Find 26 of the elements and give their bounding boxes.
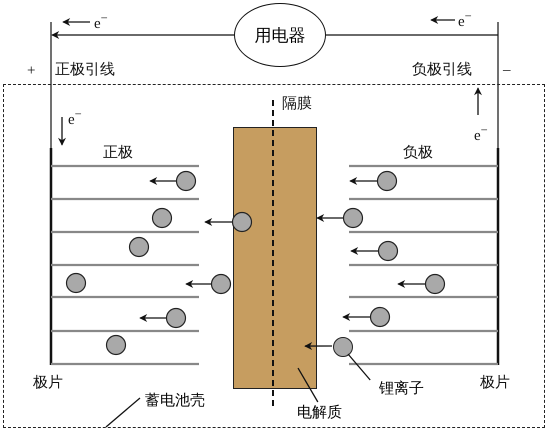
wire <box>326 34 498 36</box>
electrolyte-block <box>233 127 317 389</box>
leader-line <box>297 368 318 402</box>
polarity-sign: – <box>503 63 510 78</box>
ion-label: 锂离子 <box>379 381 431 397</box>
electron-label: e$^{−}$ <box>94 12 108 32</box>
part-label: 负极 <box>403 146 433 161</box>
lithium-ion-circle <box>333 337 353 357</box>
shell-label: 蓄电池壳 <box>145 393 215 409</box>
leader-line <box>106 398 140 428</box>
electrolyte-label: 电解质 <box>297 405 349 421</box>
polarity-sign: + <box>27 64 36 79</box>
part-label: 极片 <box>33 376 63 391</box>
part-label: 隔膜 <box>282 97 312 112</box>
electron-label: e$^{−}$ <box>458 10 472 30</box>
part-label: 正极 <box>103 146 133 161</box>
electron-label: e$^{−}$ <box>474 124 488 144</box>
load-ellipse: 用电器 <box>234 3 326 67</box>
part-label: 负极引线 <box>412 63 472 78</box>
leader-line <box>348 354 371 380</box>
part-label: 正极引线 <box>55 63 115 78</box>
wire <box>51 31 234 39</box>
part-label: 极片 <box>480 376 510 391</box>
arrow <box>304 342 332 350</box>
electron-label: e$^{−}$ <box>68 108 82 128</box>
battery-shell <box>3 84 545 428</box>
